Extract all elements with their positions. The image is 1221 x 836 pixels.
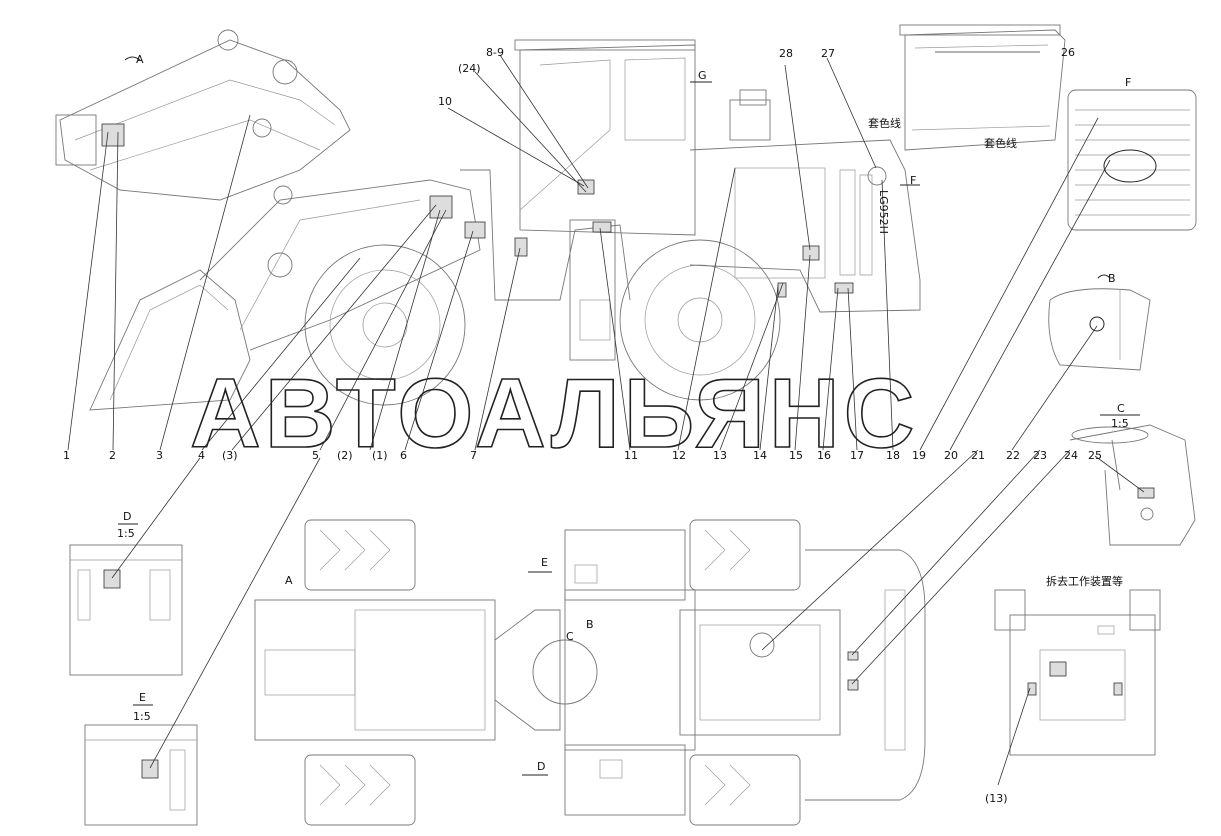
callout-1p: (1) bbox=[372, 449, 388, 462]
model-mark: LG952H bbox=[877, 190, 890, 234]
view-d-label: D bbox=[123, 510, 131, 523]
callout-28: 28 bbox=[779, 47, 793, 60]
detail-d bbox=[69, 544, 183, 676]
view-f-label-side: F bbox=[910, 174, 916, 187]
callout-24p: (24) bbox=[458, 62, 481, 75]
callout-15: 15 bbox=[789, 449, 803, 462]
callout-19: 19 bbox=[912, 449, 926, 462]
callout-27: 27 bbox=[821, 47, 835, 60]
view-b-label: B bbox=[1108, 272, 1116, 285]
view-c-label: C bbox=[1117, 402, 1125, 415]
note-color-line-2: 套色线 bbox=[984, 136, 1017, 150]
callout-5: 5 bbox=[312, 449, 319, 462]
notes: 套色线 套色线 拆去工作装置等 LG952H bbox=[868, 116, 1123, 588]
view-arrows bbox=[118, 56, 1140, 776]
note-color-line-1: 套色线 bbox=[868, 116, 901, 130]
callout-16: 16 bbox=[817, 449, 831, 462]
detail-no-attachment bbox=[994, 589, 1161, 756]
callout-25: 25 bbox=[1088, 449, 1102, 462]
callout-21: 21 bbox=[971, 449, 985, 462]
callout-13p-bottom: (13) bbox=[985, 792, 1008, 805]
callout-17: 17 bbox=[850, 449, 864, 462]
detail-c-steering bbox=[1069, 424, 1196, 546]
callout-14: 14 bbox=[753, 449, 767, 462]
callout-23: 23 bbox=[1033, 449, 1047, 462]
callout-4: 4 bbox=[198, 449, 205, 462]
view-b-label-top: B bbox=[586, 618, 594, 631]
detail-b bbox=[1048, 288, 1151, 371]
view-d-scale: 1:5 bbox=[117, 527, 135, 540]
callout-13: 13 bbox=[713, 449, 727, 462]
view-labels: A A B B C 1:5 C D 1:5 D E 1:5 E F F G bbox=[117, 53, 1131, 773]
callout-26: 26 bbox=[1061, 46, 1075, 59]
top-view-loader bbox=[254, 519, 926, 826]
callout-7: 7 bbox=[470, 449, 477, 462]
callouts-top: 8-9 (24) 10 28 27 26 (13) bbox=[438, 46, 1075, 805]
callout-10: 10 bbox=[438, 95, 452, 108]
view-c-label-top: C bbox=[566, 630, 574, 643]
callout-20: 20 bbox=[944, 449, 958, 462]
view-e-label-top: E bbox=[541, 556, 548, 569]
callout-1: 1 bbox=[63, 449, 70, 462]
note-remove-attachments: 拆去工作装置等 bbox=[1046, 574, 1123, 588]
view-e-scale: 1:5 bbox=[133, 710, 151, 723]
callouts-bottom: 1 2 3 4 (3) 5 (2) (1) 6 7 11 12 13 14 15… bbox=[63, 449, 1102, 462]
callout-12: 12 bbox=[672, 449, 686, 462]
view-f-label: F bbox=[1125, 76, 1131, 89]
decal-a bbox=[101, 123, 125, 147]
view-a-label-top: A bbox=[285, 574, 293, 587]
view-d-label-top: D bbox=[537, 760, 545, 773]
callout-2p: (2) bbox=[337, 449, 353, 462]
watermark: АВТОАЛЬЯНС bbox=[190, 358, 918, 468]
detail-top-right bbox=[899, 24, 1066, 151]
callout-22: 22 bbox=[1006, 449, 1020, 462]
detail-e bbox=[84, 724, 198, 826]
callout-11: 11 bbox=[624, 449, 638, 462]
callout-24: 24 bbox=[1064, 449, 1078, 462]
callout-3: 3 bbox=[156, 449, 163, 462]
leader-lines bbox=[67, 51, 1145, 786]
callout-8-9: 8-9 bbox=[486, 46, 504, 59]
view-g-label: G bbox=[698, 69, 707, 82]
view-a-label: A bbox=[136, 53, 144, 66]
view-e-label: E bbox=[139, 691, 146, 704]
detail-a-linkage bbox=[55, 29, 351, 201]
callout-18: 18 bbox=[886, 449, 900, 462]
detail-f-grille bbox=[1067, 89, 1197, 231]
callout-6: 6 bbox=[400, 449, 407, 462]
callout-3p: (3) bbox=[222, 449, 238, 462]
view-c-scale: 1:5 bbox=[1111, 417, 1129, 430]
side-view-loader bbox=[89, 39, 921, 411]
callout-2: 2 bbox=[109, 449, 116, 462]
